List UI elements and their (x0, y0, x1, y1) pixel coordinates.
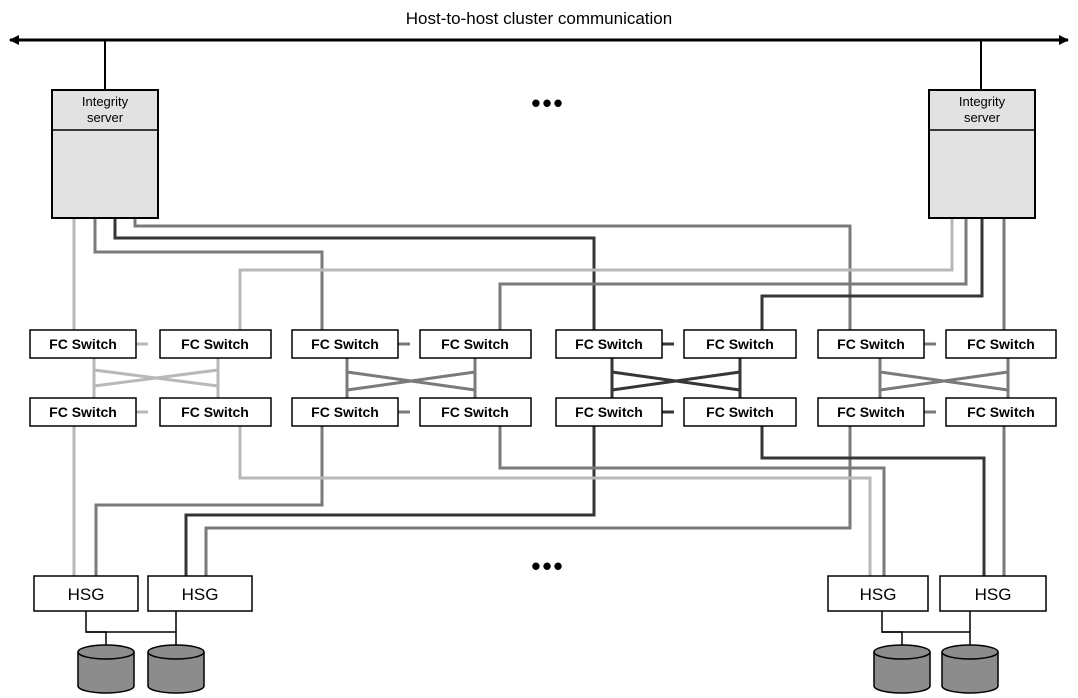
fc-switch-g4-bottom-left[interactable]: FC Switch (817, 397, 925, 427)
link-s4-to-hsg3 (238, 426, 872, 576)
hsg-controller-1[interactable]: HSG (33, 575, 139, 612)
fc-switch-g3-top-right[interactable]: FC Switch (683, 329, 797, 359)
fc-switch-g3-top-left[interactable]: FC Switch (555, 329, 663, 359)
svg-text:FC Switch: FC Switch (837, 336, 905, 352)
server-right-label-2: server (964, 110, 1001, 125)
switch-group-3-links (610, 342, 742, 414)
fc-switch-g4-top-left[interactable]: FC Switch (817, 329, 925, 359)
fc-switch-g2-top-right[interactable]: FC Switch (419, 329, 532, 359)
fc-switch-g1-bottom-right[interactable]: FC Switch (159, 397, 272, 427)
link-s7-to-hsg1 (94, 426, 324, 576)
svg-text:FC Switch: FC Switch (181, 336, 249, 352)
hsg-controller-3[interactable]: HSG (827, 575, 929, 612)
integrity-server-right[interactable]: Integrity server (928, 89, 1036, 219)
svg-text:HSG: HSG (975, 585, 1012, 604)
link-s12-to-hsg4 (760, 426, 986, 576)
disk-links (85, 611, 971, 646)
hsg-controller-4[interactable]: HSG (939, 575, 1047, 612)
disk-icon (77, 644, 135, 694)
ellipsis-servers: ••• (531, 88, 564, 118)
disk-icon (147, 644, 205, 694)
svg-text:HSG: HSG (68, 585, 105, 604)
svg-text:FC Switch: FC Switch (575, 404, 643, 420)
fc-switch-g3-bottom-right[interactable]: FC Switch (683, 397, 797, 427)
link-left-server-to-s13 (133, 218, 852, 330)
fc-switch-g1-bottom-left[interactable]: FC Switch (29, 397, 137, 427)
svg-text:FC Switch: FC Switch (706, 404, 774, 420)
link-s8-to-hsg3 (498, 426, 886, 576)
disk-icon (941, 644, 999, 694)
svg-text:FC Switch: FC Switch (967, 404, 1035, 420)
svg-text:FC Switch: FC Switch (311, 336, 379, 352)
link-right-server-to-s6 (498, 218, 968, 330)
fc-switch-g3-bottom-left[interactable]: FC Switch (555, 397, 663, 427)
fc-switch-g4-bottom-right[interactable]: FC Switch (945, 397, 1057, 427)
hsg-controller-2[interactable]: HSG (147, 575, 253, 612)
fc-switch-g2-top-left[interactable]: FC Switch (291, 329, 399, 359)
link-left-server-to-s5 (93, 218, 324, 330)
link-s11-to-hsg2 (184, 426, 596, 576)
svg-text:FC Switch: FC Switch (575, 336, 643, 352)
fc-switch-g2-bottom-left[interactable]: FC Switch (291, 397, 399, 427)
link-right-server-to-s10 (760, 218, 984, 330)
disk-icon (873, 644, 931, 694)
switch-group-4-links (878, 342, 1010, 414)
svg-text:FC Switch: FC Switch (706, 336, 774, 352)
integrity-server-left[interactable]: Integrity server (51, 89, 159, 219)
svg-text:FC Switch: FC Switch (311, 404, 379, 420)
svg-text:FC Switch: FC Switch (441, 336, 509, 352)
switch-group-1-links (92, 342, 220, 414)
fc-switch-g1-top-right[interactable]: FC Switch (159, 329, 272, 359)
svg-text:FC Switch: FC Switch (49, 404, 117, 420)
svg-text:FC Switch: FC Switch (837, 404, 905, 420)
ellipsis-storage: ••• (531, 551, 564, 581)
link-s15-to-hsg2 (204, 426, 852, 576)
server-left-label-2: server (87, 110, 124, 125)
bus-title: Host-to-host cluster communication (406, 9, 672, 28)
link-left-server-to-s9 (113, 218, 596, 330)
fc-switch-g2-bottom-right[interactable]: FC Switch (419, 397, 532, 427)
svg-text:HSG: HSG (860, 585, 897, 604)
fc-switch-g1-top-left[interactable]: FC Switch (29, 329, 137, 359)
server-left-label-1: Integrity (82, 94, 129, 109)
switch-group-2-links (345, 342, 477, 414)
svg-text:FC Switch: FC Switch (49, 336, 117, 352)
fc-switch-g4-top-right[interactable]: FC Switch (945, 329, 1057, 359)
svg-text:HSG: HSG (182, 585, 219, 604)
server-right-label-1: Integrity (959, 94, 1006, 109)
svg-text:FC Switch: FC Switch (967, 336, 1035, 352)
svg-text:FC Switch: FC Switch (441, 404, 509, 420)
svg-text:FC Switch: FC Switch (181, 404, 249, 420)
link-right-server-to-s2 (238, 218, 954, 330)
